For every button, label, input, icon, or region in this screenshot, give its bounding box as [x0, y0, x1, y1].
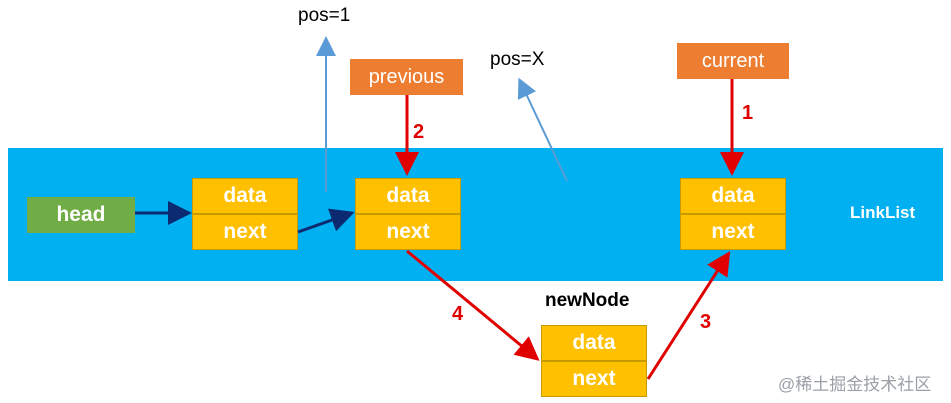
watermark-text: @稀土掘金技术社区: [778, 375, 932, 394]
new-node-label: newNode: [545, 290, 630, 311]
step-1-label: 1: [742, 102, 754, 124]
node-2-data-cell: data: [355, 178, 461, 214]
node-1-next-cell: next: [192, 214, 298, 250]
new-node: data next: [541, 325, 647, 397]
node-2-next-cell: next: [355, 214, 461, 250]
step-4-arrow: [406, 249, 540, 361]
list-node-2: data next: [355, 178, 461, 250]
step-2-label: 2: [413, 121, 425, 143]
step-4-label: 4: [452, 303, 464, 325]
pos-x-arrow: [517, 77, 568, 182]
node-1-data-cell: data: [192, 178, 298, 214]
list-node-1: data next: [192, 178, 298, 250]
node-3-next-cell: next: [680, 214, 786, 250]
new-node-data-cell: data: [541, 325, 647, 361]
new-node-next-cell: next: [541, 361, 647, 397]
node-3-data-cell: data: [680, 178, 786, 214]
head-pointer-box: head: [27, 197, 135, 233]
pos-1-label: pos=1: [298, 5, 351, 26]
linklist-label: LinkList: [850, 203, 916, 222]
node1-to-node2-arrow: [297, 208, 355, 234]
previous-pointer-box: previous: [350, 59, 463, 95]
current-pointer-box: current: [677, 43, 789, 79]
list-node-3: data next: [680, 178, 786, 250]
step-3-label: 3: [700, 311, 712, 333]
step-3-arrow: [646, 250, 731, 380]
pos-x-label: pos=X: [490, 49, 545, 70]
